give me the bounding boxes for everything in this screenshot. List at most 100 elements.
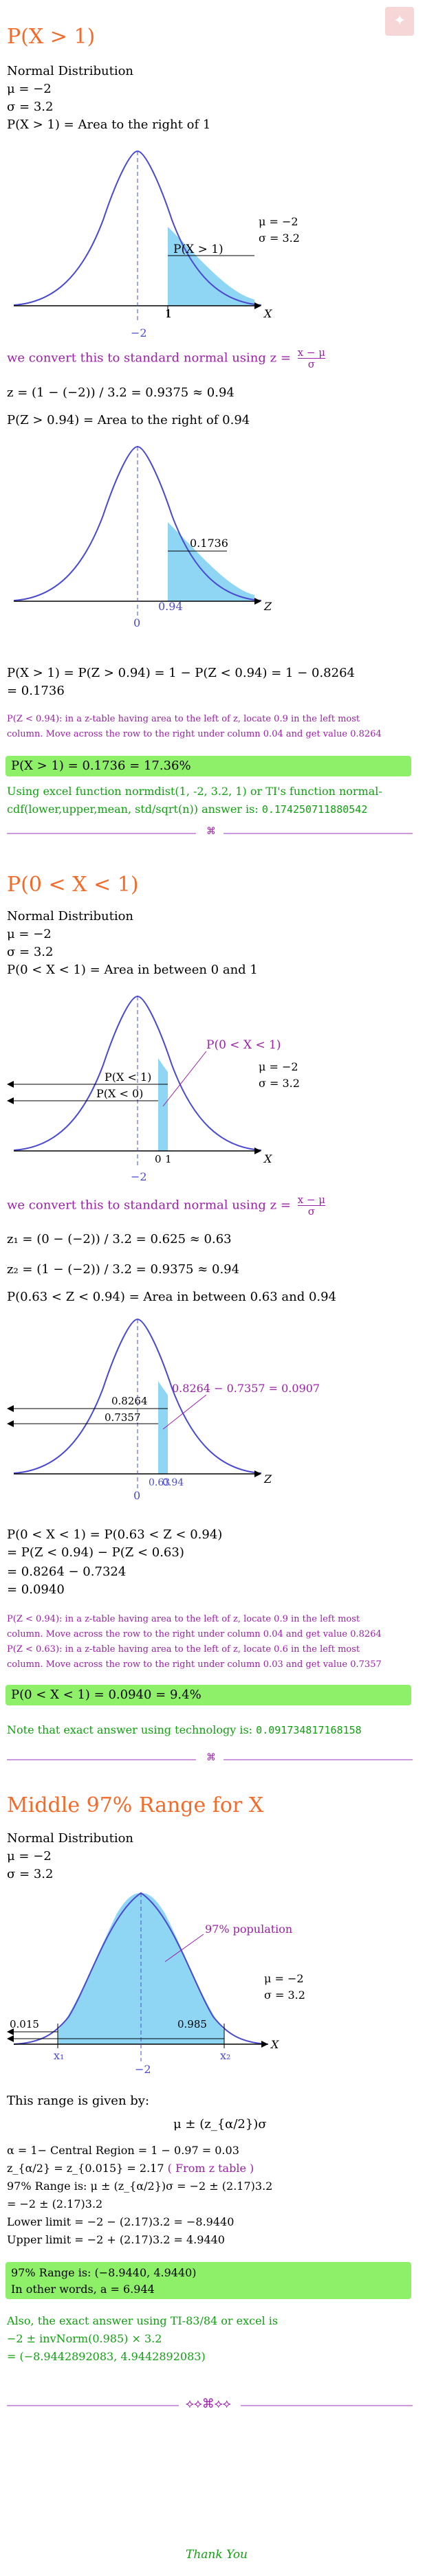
normal-curve-graph-1: P(X > 1) μ = −2 σ = 3.2 −2 1 X [13,150,300,339]
tick-label-0: 0 [155,1153,162,1165]
result-line-3: = 0.8264 − 0.7324 [7,1565,127,1579]
mu-value: μ = −2 [7,1849,52,1863]
normal-curve-graph-3: P(0 < X < 1) P(X < 1) P(X < 0) μ = −2 σ … [7,995,300,1183]
arrow-left-icon [7,2028,14,2035]
x2-label: x₂ [220,2049,230,2062]
label-p-lt-1: P(X < 1) [105,1071,151,1084]
normal-curve-graph-2: 0.1736 0 0.94 Z [13,445,272,629]
answer-text: P(0 < X < 1) = 0.0940 = 9.4% [11,1688,201,1702]
tick-label-094: 0.94 [158,600,183,613]
axis-arrow-icon [261,2041,268,2048]
difference-label: 0.8264 − 0.7357 = 0.0907 [172,1382,320,1395]
also-note-2: −2 ± invNorm(0.985) × 3.2 [7,2332,162,2345]
axis-arrow-icon [254,1470,261,1477]
arrow-left-icon [7,1097,14,1104]
tech-note: Note that exact answer using technology … [7,1722,362,1738]
label-pointer [164,1934,204,1962]
area-description: P(0 < X < 1) = Area in between 0 and 1 [7,963,258,977]
separator-left [7,1759,196,1760]
alpha-line: α = 1− Central Region = 1 − 0.97 = 0.03 [7,2144,239,2157]
separator-ornament-icon: ⌘ [206,826,216,837]
arrow-left-icon [7,1420,14,1427]
range-formula: μ ± (z_{α/2})σ [173,2117,267,2131]
axis-arrow-icon [254,1147,261,1154]
section2-title: P(0 < X < 1) [7,873,139,897]
separator-left [7,2405,179,2406]
lower-limit: Lower limit = −2 − (2.17)3.2 = −8.9440 [7,2215,235,2228]
axis-label: Z [263,1472,272,1486]
label-pointer [162,1394,207,1430]
sigma-label: σ = 3.2 [259,1077,300,1090]
answer-highlight [6,1685,411,1705]
mu-value: μ = −2 [7,82,52,96]
answer-highlight [6,2262,411,2299]
logo-stamp-icon [385,7,414,36]
answer-width: In other words, a = 6.944 [11,2283,155,2296]
table-note-2: column. Move across the row to the right… [7,1629,382,1639]
distribution-label: Normal Distribution [7,909,134,923]
excel-note-2: cdf(lower,upper,mean, std/sqrt(n)) answe… [7,801,367,818]
range-intro: This range is given by: [7,2094,150,2108]
result-line-1: P(0 < X < 1) = P(0.63 < Z < 0.94) [7,1527,223,1542]
answer-range: 97% Range is: (−8.9440, 4.9440) [11,2266,197,2279]
answer-highlight [6,756,411,776]
answer-text: P(X > 1) = 0.1736 = 17.36% [11,759,191,773]
mu-label: μ = −2 [259,1060,298,1073]
arrow-left-icon [7,2035,14,2042]
sigma-value: σ = 3.2 [7,100,54,114]
normal-curve-graph-4: 0.8264 − 0.7357 = 0.0907 0.8264 0.7357 0… [7,1318,320,1502]
z-area-description: P(0.63 < Z < 0.94) = Area in between 0.6… [7,1290,337,1304]
result-line-2: = 0.1736 [7,684,65,698]
upper-limit: Upper limit = −2 + (2.17)3.2 = 4.9440 [7,2233,225,2246]
tick-label-063: 0.63 [149,1477,170,1488]
shaded-area [158,1381,168,1474]
convert-text: we convert this to standard normal using… [7,347,325,370]
z-value-line: z_{α/2} = z_{0.015} = 2.17 ( From z tabl… [7,2160,254,2177]
value-label: 0.1736 [190,537,228,550]
table-note-1: P(Z < 0.94): in a z-table having area to… [7,714,360,724]
shade-label: P(X > 1) [173,243,224,256]
tick-label-1: 1 [165,1153,172,1165]
table-note-2: column. Move across the row to the right… [7,729,382,739]
tick-label-mu: −2 [135,2063,151,2076]
x1-label: x₁ [54,2049,64,2062]
shaded-area [168,227,254,306]
range-line-2: = −2 ± (2.17)3.2 [7,2197,103,2210]
axis-label: X [263,307,272,320]
tick-label-094: 0.94 [162,1477,184,1488]
separator-right [224,833,413,834]
sigma-value: σ = 3.2 [7,945,54,959]
section1-title: P(X > 1) [7,25,96,49]
footer-ornament-icon: ⟡⟡⌘⟡⟡ [186,2397,231,2411]
range-line-1: 97% Range is: μ ± (z_{α/2})σ = −2 ± (2.1… [7,2180,273,2193]
tick-label-mu: −2 [131,1170,147,1183]
label-p-lt-0: P(X < 0) [96,1087,143,1100]
mu-value: μ = −2 [7,927,52,941]
tech-value: 0.091734817168158 [256,1724,362,1736]
arrow-left-icon [7,1081,14,1088]
z-table-note: ( From z table ) [167,2162,254,2175]
table-note-3: P(Z < 0.63): in a z-table having area to… [7,1644,360,1655]
excel-note-text: cdf(lower,upper,mean, std/sqrt(n)) answe… [7,803,259,816]
shade-label: P(0 < X < 1) [206,1038,281,1052]
separator-right [224,1759,413,1760]
z-calculation: z = (1 − (−2)) / 3.2 = 0.9375 ≈ 0.94 [7,385,235,400]
distribution-label: Normal Distribution [7,1831,134,1846]
sigma-label: σ = 3.2 [264,1989,305,2002]
thank-you: Thank You [186,2548,248,2562]
mu-label: μ = −2 [259,215,298,228]
mu-label: μ = −2 [264,1972,304,1985]
area-description: P(X > 1) = Area to the right of 1 [7,117,211,132]
result-line-4: = 0.0940 [7,1582,65,1597]
tick-label-1: 1 [165,307,172,320]
population-label: 97% population [205,1923,292,1936]
tick-label-0: 0 [133,1489,140,1502]
sigma-value: σ = 3.2 [7,1867,54,1881]
result-line-2: = P(Z < 0.94) − P(Z < 0.63) [7,1545,184,1560]
also-note-1: Also, the exact answer using TI-83/84 or… [7,2314,279,2327]
also-note-3: = (−8.9442892083, 4.9442892083) [7,2350,206,2363]
convert-text-label: we convert this to standard normal using… [7,350,291,366]
separator-right [241,2405,413,2406]
